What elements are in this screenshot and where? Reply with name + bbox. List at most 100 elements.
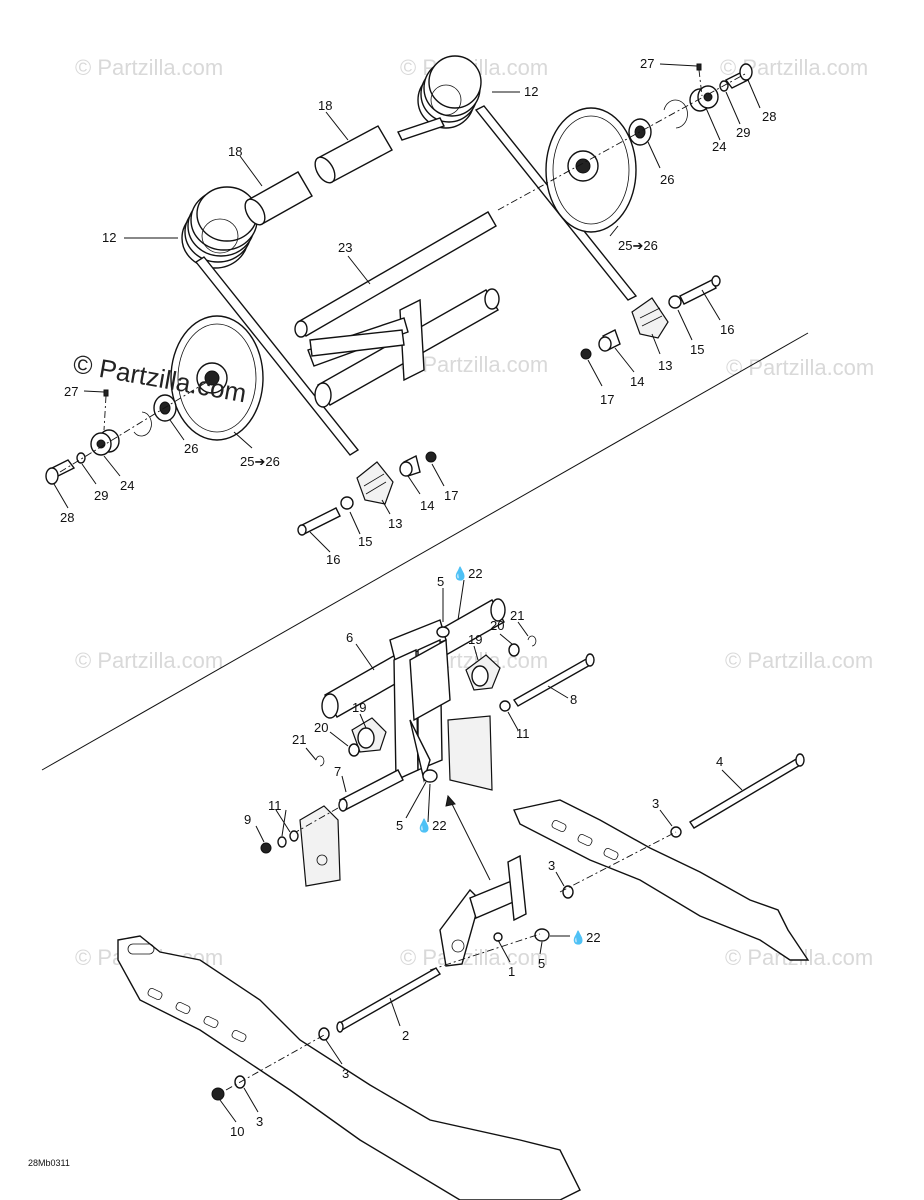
callout-label: 26 [660, 172, 674, 187]
rear-arm-plate [389, 619, 493, 791]
callout-label: 1 [508, 964, 515, 979]
callout-label: 9 [244, 812, 251, 827]
slide-rail-right [513, 799, 810, 961]
axis-line [698, 69, 703, 97]
fitting-1 [493, 932, 503, 942]
callout-label: 16 [326, 552, 340, 567]
circlip-left [133, 411, 152, 437]
callout-label: 15 [690, 342, 704, 357]
callout-label: 29 [736, 125, 750, 140]
slide-rail-left [117, 935, 581, 1200]
callout-label: 18 [318, 98, 332, 113]
grease-fitting-5-front [534, 928, 550, 942]
bolt-16-right [679, 275, 721, 305]
callout-label: 5 [538, 956, 545, 971]
callout-label: 17 [444, 488, 458, 503]
callout-label: 10 [230, 1124, 244, 1139]
spring-left [181, 186, 360, 456]
washer-11-left-b [277, 836, 287, 848]
callout-label: 12 [524, 84, 538, 99]
callout-label: 💧22 [416, 818, 447, 833]
callout-label: 25➔26 [618, 238, 658, 253]
callout-label: 17 [600, 392, 614, 407]
spring-guide-13-left [356, 461, 394, 505]
left-mount-bracket [299, 805, 341, 887]
watermark: © Partzilla.com [725, 648, 873, 673]
watermark: © Partzilla.com [75, 55, 223, 80]
callout-label: 6 [346, 630, 353, 645]
grease-fitting-5-lower [422, 769, 438, 783]
callout-label: 3 [652, 796, 659, 811]
spacer-14-left [399, 454, 421, 477]
washer-29-left [76, 452, 86, 464]
callout-label: 💧22 [452, 566, 483, 581]
bolt-8 [513, 653, 595, 707]
axis-line [103, 395, 107, 431]
callout-label: 20 [490, 618, 504, 633]
callout-label: 2 [402, 1028, 409, 1043]
leader-lines-lower [219, 579, 743, 1123]
set-screw-27-left [103, 389, 109, 397]
collar-24-left [90, 429, 120, 456]
axle-23 [294, 211, 497, 338]
bolt-28-left [45, 459, 76, 485]
callout-label: 28 [60, 510, 74, 525]
clip-21-left [315, 755, 325, 767]
idler-wheel-left [170, 315, 264, 441]
callout-label: 💧22 [570, 930, 601, 945]
callout-label: 26 [184, 441, 198, 456]
callout-label: 5 [437, 574, 444, 589]
callout-label: 29 [94, 488, 108, 503]
washer-20-right [508, 643, 520, 657]
shaft-4 [689, 753, 805, 829]
axis-line [59, 379, 211, 473]
callout-label: 21 [510, 608, 524, 623]
callout-label: 23 [338, 240, 352, 255]
section-divider-line [41, 332, 809, 771]
washer-11-right [499, 700, 511, 712]
set-screw-27-right [696, 63, 702, 71]
watermark-layer: © Partzilla.com © Partzilla.com © Partzi… [75, 55, 874, 970]
callout-label: 24 [120, 478, 134, 493]
upper-cross-shaft [307, 288, 500, 408]
callout-label: 4 [716, 754, 723, 769]
leader-lines-upper [53, 63, 761, 553]
bushing-15-right [668, 295, 682, 309]
spacer-14-right [598, 329, 621, 352]
clip-21-right [527, 635, 537, 647]
callout-label: 14 [630, 374, 644, 389]
callout-label: 12 [102, 230, 116, 245]
callout-label: 20 [314, 720, 328, 735]
sleeve-18-lower [244, 171, 313, 226]
nut-17-right [580, 348, 592, 360]
axis-line [497, 73, 746, 211]
assembly-guides [225, 794, 677, 1091]
callout-label: 8 [570, 692, 577, 707]
watermark: © Partzilla.com [75, 648, 223, 673]
washer-3-left [318, 1027, 330, 1041]
callout-label: 28 [762, 109, 776, 124]
callout-label: 7 [334, 764, 341, 779]
callout-label: 25➔26 [240, 454, 280, 469]
idler-wheel-right [545, 107, 637, 233]
callout-labels: 27 28 29 24 12 18 18 12 26 25➔26 23 16 1… [60, 56, 776, 1139]
callout-label: 27 [640, 56, 654, 71]
callout-label: 11 [268, 798, 282, 813]
diagram-code: 28Mb0311 [28, 1158, 70, 1168]
callout-label: 3 [342, 1066, 349, 1081]
bushing-19-right [465, 654, 501, 691]
callout-label: 5 [396, 818, 403, 833]
bushing-15-left [340, 496, 354, 510]
sleeve-18-upper [314, 125, 393, 184]
callout-label: 19 [468, 632, 482, 647]
callout-label: 14 [420, 498, 434, 513]
front-arm [439, 854, 527, 967]
callout-label: 27 [64, 384, 78, 399]
grease-fitting-5-upper [436, 626, 450, 638]
nut-10 [211, 1087, 225, 1101]
bolt-16-left [297, 507, 341, 536]
circlip-right [663, 99, 688, 129]
spring-guide-13-right [631, 297, 669, 339]
bearing-26-right [628, 118, 652, 146]
